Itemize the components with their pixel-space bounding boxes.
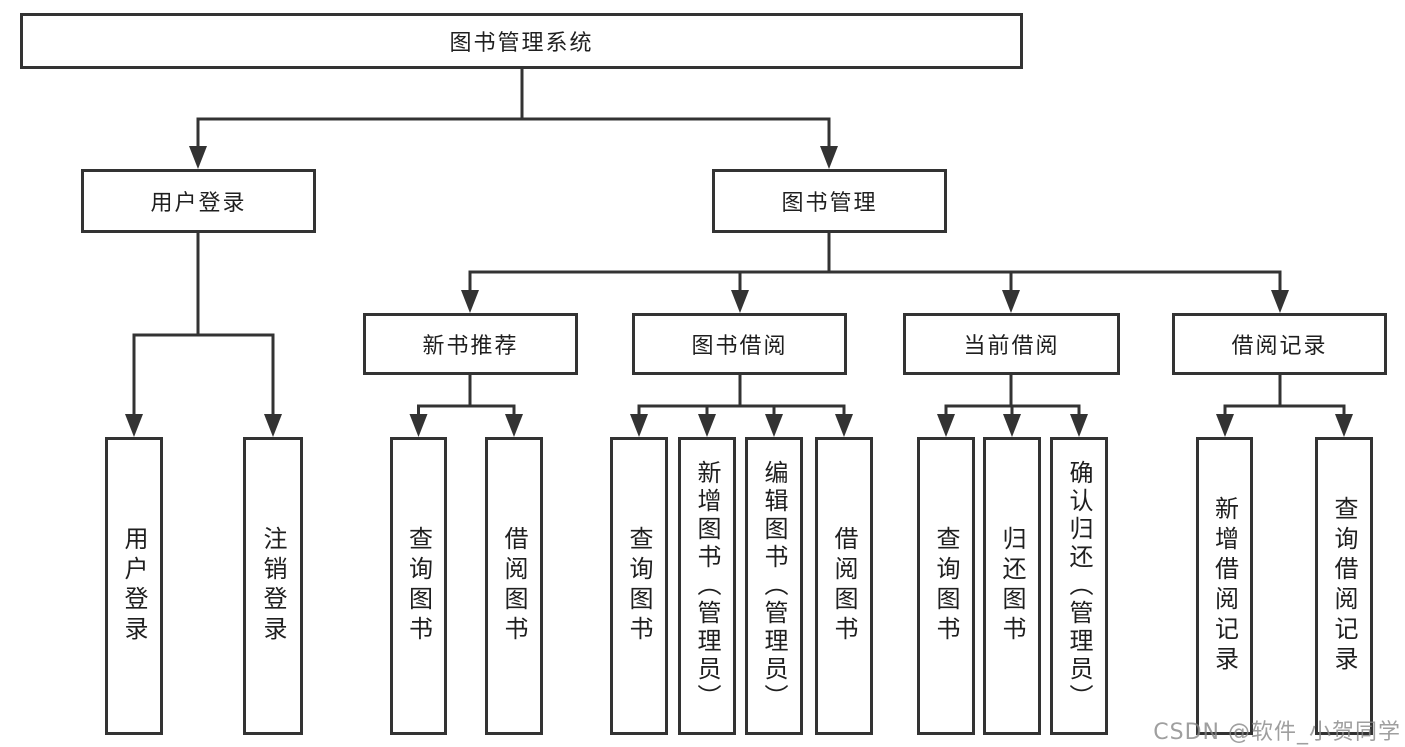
leaf-add-books-admin: 新增图书（管理员） [678, 437, 736, 735]
leaf-borrow-books-recommend: 借阅图书 [485, 437, 543, 735]
leaf-confirm-return-admin: 确认归还（管理员） [1050, 437, 1108, 735]
leaf-query-books-recommend: 查询图书 [390, 437, 447, 735]
leaf-query-borrow-record: 查询借阅记录 [1315, 437, 1373, 735]
leaf-user-login: 用户登录 [105, 437, 163, 735]
leaf-borrow-books-borrowing: 借阅图书 [815, 437, 873, 735]
node-user-login: 用户登录 [81, 169, 316, 233]
leaf-query-books-current: 查询图书 [917, 437, 975, 735]
node-borrow-records: 借阅记录 [1172, 313, 1387, 375]
node-book-borrowing: 图书借阅 [632, 313, 847, 375]
watermark: CSDN @软件_小贺同学 [1153, 720, 1401, 745]
node-book-management: 图书管理 [712, 169, 947, 233]
leaf-query-books-borrowing: 查询图书 [610, 437, 668, 735]
leaf-return-books: 归还图书 [983, 437, 1041, 735]
leaf-edit-books-admin: 编辑图书（管理员） [745, 437, 803, 735]
node-current-borrowing: 当前借阅 [903, 313, 1120, 375]
leaf-logout: 注销登录 [243, 437, 303, 735]
leaf-add-borrow-record: 新增借阅记录 [1196, 437, 1253, 735]
node-new-book-recommend: 新书推荐 [363, 313, 578, 375]
node-library-system: 图书管理系统 [20, 13, 1023, 69]
